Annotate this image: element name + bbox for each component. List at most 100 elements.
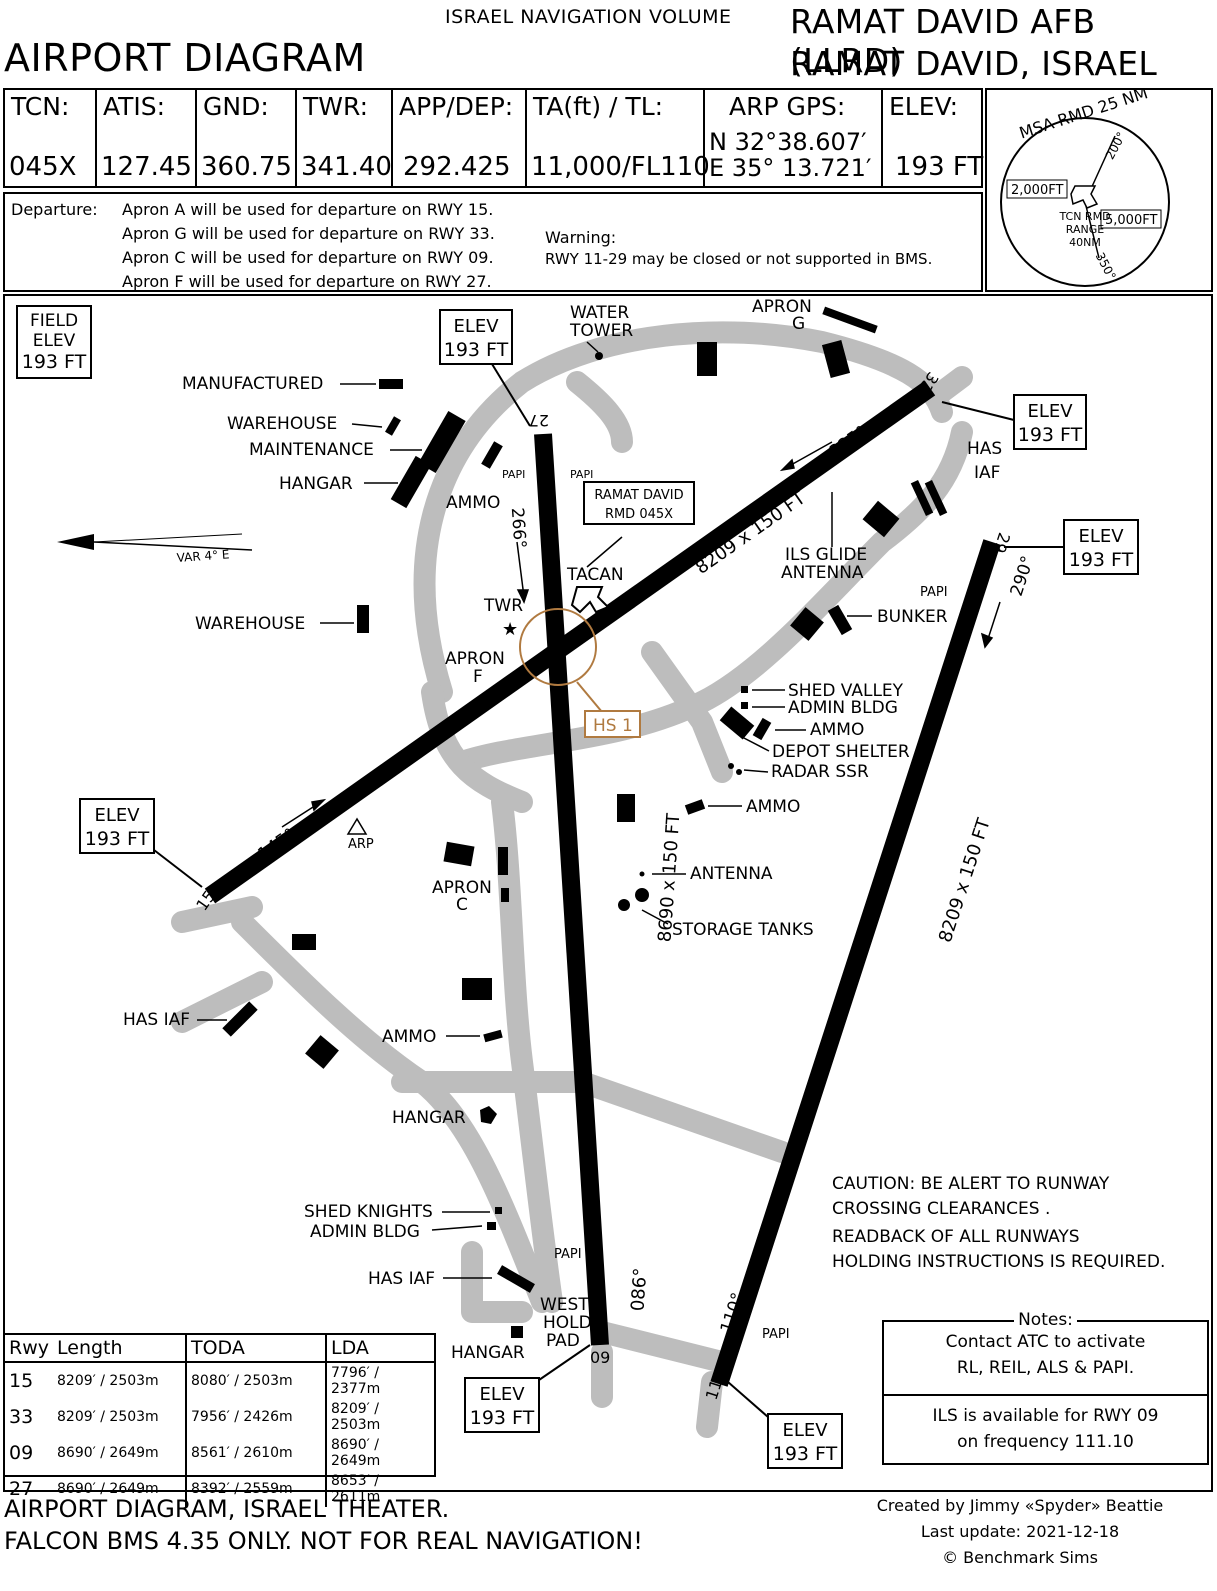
runway-table: Rwy Length TODA LDA 15 8209′ / 2503m 808… xyxy=(5,1335,434,1507)
hot-spot-leader xyxy=(576,681,603,713)
notes-divider xyxy=(884,1394,1207,1396)
diagram-labels: WATER TOWER APRON G MANUFACTURED WAREHOU… xyxy=(123,297,1002,1363)
arp-label: ARP xyxy=(348,837,374,852)
ta-label: TA(ft) / TL: xyxy=(533,92,664,121)
rwy-cell: 27 xyxy=(9,1478,34,1500)
building-has-iaf-south xyxy=(497,1265,535,1293)
notes-l4: on frequency 111.10 xyxy=(957,1432,1134,1452)
admin-bldg-east-label: ADMIN BLDG xyxy=(788,698,898,718)
notes-title: Notes: xyxy=(1014,1310,1077,1330)
field-elev-3: 193 FT xyxy=(22,351,87,373)
twr-label: TWR xyxy=(483,596,523,616)
gnd-cell: GND: 360.75 xyxy=(197,90,297,186)
elev-cell: ELEV: 193 FT xyxy=(883,90,983,186)
hdg-086: 086° xyxy=(627,1267,651,1312)
warning-text: RWY 11-29 may be closed or not supported… xyxy=(545,250,933,268)
shed-knights-label: SHED KNIGHTS xyxy=(304,1202,433,1222)
papi-27-label-2: PAPI xyxy=(570,468,593,481)
building-ammo-north xyxy=(481,441,503,469)
msa-alt-e-box xyxy=(1100,209,1162,229)
west-hold-label-1: WEST xyxy=(540,1295,589,1315)
elev-15-label: ELEV xyxy=(94,805,140,826)
elev-27-label: ELEV xyxy=(453,316,499,337)
taxiway-west-hold xyxy=(461,1241,533,1323)
building-shed-valley xyxy=(741,686,748,693)
building-hangar-south xyxy=(480,1106,497,1124)
building-bunker-2 xyxy=(827,604,853,636)
runway-distance-table: Rwy Length TODA LDA 15 8209′ / 2503m 808… xyxy=(3,1333,436,1507)
msa-sector-line-2 xyxy=(1084,201,1100,259)
building-ammo-south xyxy=(483,1029,503,1043)
toda-cell: 8392′ / 2559m xyxy=(185,1471,326,1507)
label-leaders xyxy=(197,341,872,1279)
var-arrow-line xyxy=(93,533,243,543)
building-maintenance xyxy=(418,411,466,473)
credit-copyright: © Benchmark Sims xyxy=(942,1548,1098,1567)
diagram-canvas: HS 1 xyxy=(16,297,1165,1469)
rwy-09-label: 09 xyxy=(590,1348,610,1367)
buildings xyxy=(222,306,948,1338)
elev-09-value: 193 FT xyxy=(470,1407,535,1429)
elev-33-value: 193 FT xyxy=(1018,424,1083,446)
building-ammo-center xyxy=(684,799,706,815)
storage-tanks-label: STORAGE TANKS xyxy=(672,920,814,940)
atis-label: ATIS: xyxy=(103,92,166,121)
water-tower-dot xyxy=(595,352,603,360)
elev-27-value: 193 FT xyxy=(444,339,509,361)
col-rwy: Rwy xyxy=(5,1335,53,1363)
taxiway-11-end xyxy=(696,1371,723,1438)
antenna-dot xyxy=(639,871,645,877)
ammo-center-label: AMMO xyxy=(746,797,800,817)
building-hangar-north xyxy=(390,455,432,509)
var-label: VAR 4° E xyxy=(176,547,230,565)
notes-title-wrap: Notes: xyxy=(884,1310,1207,1330)
has-iaf-south-label: HAS IAF xyxy=(368,1269,435,1289)
building-manufactured xyxy=(379,379,403,389)
building-hangar-sw xyxy=(511,1326,523,1338)
has-iaf-east-label-2: IAF xyxy=(974,463,1000,483)
toda-cell: 8080′ / 2503m xyxy=(185,1362,326,1399)
ils-glide-label-2: ANTENNA xyxy=(781,563,864,583)
airport-city: RAMAT DAVID, ISRAEL xyxy=(790,44,1158,83)
building-has-iaf-west xyxy=(222,1001,258,1037)
taxiway-has-west xyxy=(171,971,273,1033)
footer-line-2: FALCON BMS 4.35 ONLY. NOT FOR REAL NAVIG… xyxy=(4,1527,643,1555)
antenna-label: ANTENNA xyxy=(690,864,773,884)
atis-cell: ATIS: 127.45 xyxy=(97,90,197,186)
atis-value: 127.45 xyxy=(101,152,192,182)
water-tower-label-1: WATER xyxy=(570,303,629,323)
water-tower-label-2: TOWER xyxy=(569,321,633,341)
elev-29-value: 193 FT xyxy=(1069,549,1134,571)
papi-29-label: PAPI xyxy=(920,585,948,600)
building-apron-c-2 xyxy=(498,847,508,875)
building-apron-c-1 xyxy=(443,841,475,867)
building-has-iaf-east-2 xyxy=(924,479,948,517)
tower-star-icon: ★ xyxy=(502,619,518,640)
departure-line-3: Apron C will be used for departure on RW… xyxy=(122,248,494,267)
rwy-cell: 33 xyxy=(9,1406,34,1428)
rwy-cell: 15 xyxy=(9,1370,34,1392)
north-arrow-line xyxy=(93,541,253,551)
volume-title: ISRAEL NAVIGATION VOLUME xyxy=(445,6,732,28)
arp-cell: ARP GPS: N 32°38.607′ E 35° 13.721′ xyxy=(705,90,883,186)
elev-11-value: 193 FT xyxy=(773,1443,838,1465)
tacan-box-line-2: RMD 045X xyxy=(605,507,673,522)
shed-valley-label: SHED VALLEY xyxy=(788,681,904,701)
ammo-south-label: AMMO xyxy=(382,1027,436,1047)
depot-shelter-label: DEPOT SHELTER xyxy=(772,742,910,762)
departure-box: Departure: Apron A will be used for depa… xyxy=(3,192,983,292)
msa-alt-e: 5,000FT xyxy=(1105,213,1157,228)
building-warehouse-north xyxy=(385,416,401,436)
elev-label: ELEV: xyxy=(889,92,959,121)
taxiway-e xyxy=(641,641,733,783)
hangar-north-label: HANGAR xyxy=(279,474,353,494)
apron-g-label-2: G xyxy=(792,314,805,334)
msa-alt-w-box xyxy=(1006,179,1068,199)
col-length: Length xyxy=(53,1335,186,1363)
runway-09-27 xyxy=(534,433,609,1346)
caution-line-2: CROSSING CLEARANCES . xyxy=(832,1199,1050,1219)
msa-brg-200: 200° xyxy=(1103,130,1129,162)
tacan-box-line-1: RAMAT DAVID xyxy=(594,488,683,503)
field-elev-1: FIELD xyxy=(30,311,78,331)
hot-spot-circle xyxy=(519,608,597,686)
